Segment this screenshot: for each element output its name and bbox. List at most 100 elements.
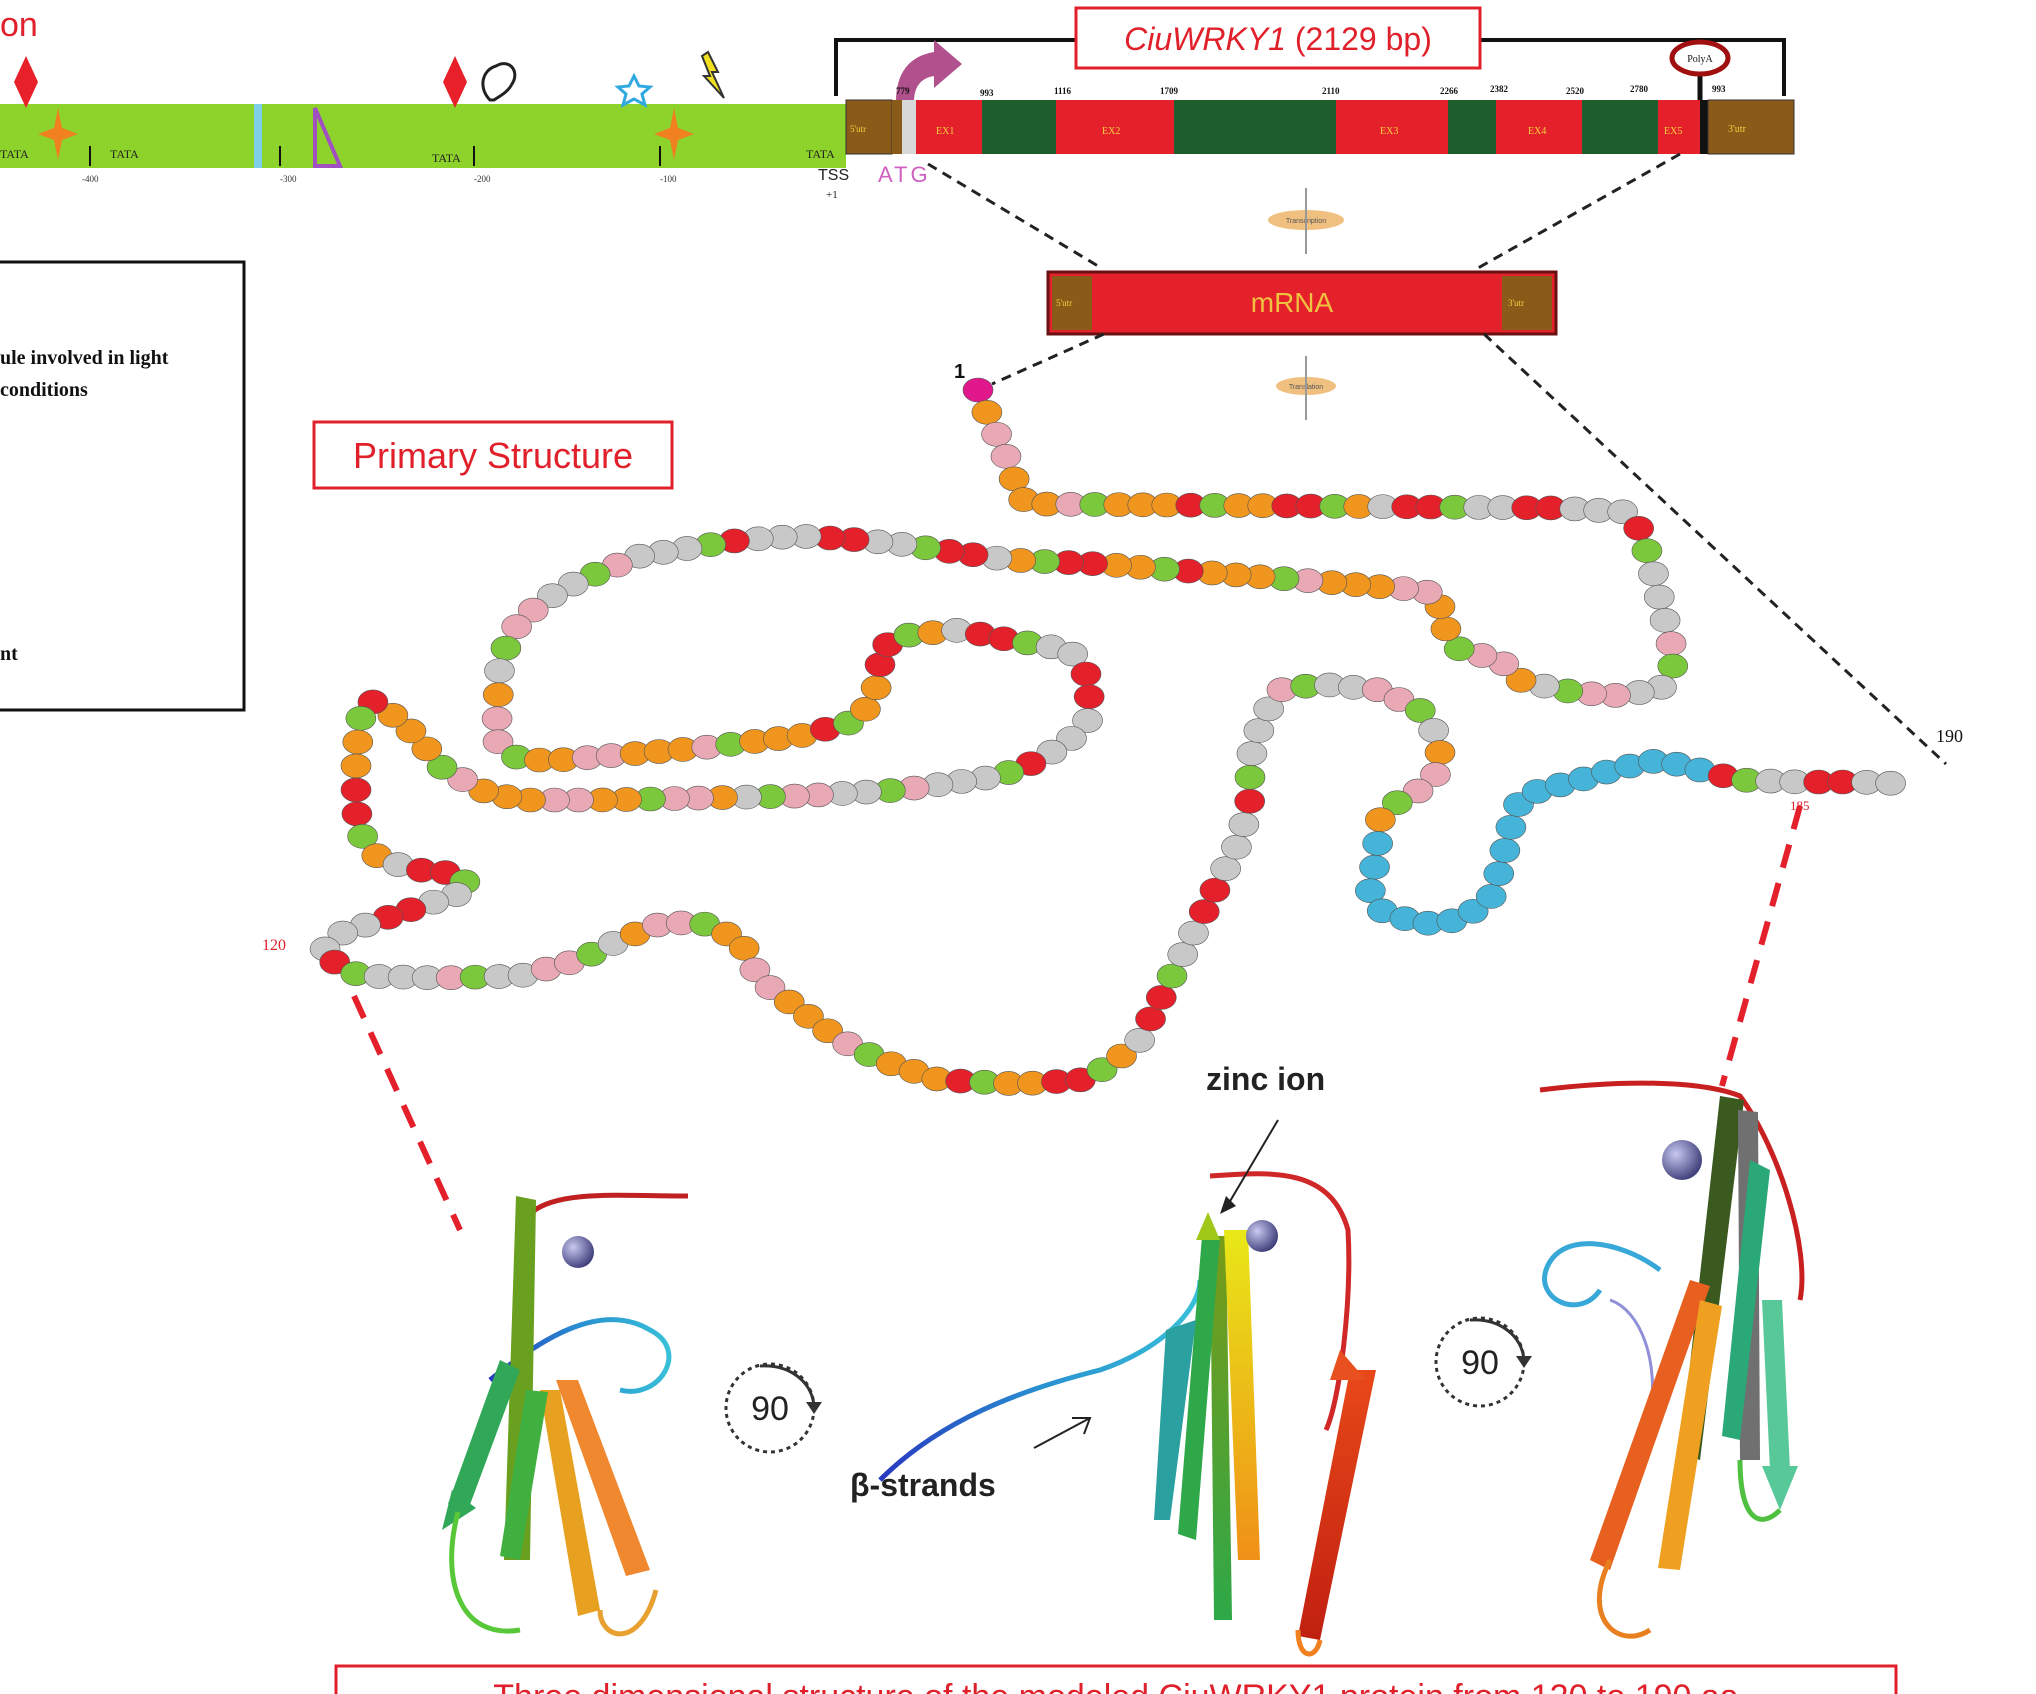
residue-bead xyxy=(1056,726,1087,751)
residue-bead xyxy=(860,675,892,701)
residue-bead xyxy=(482,729,514,754)
caption-text: Three dimensional structure of the model… xyxy=(493,1678,1739,1694)
exon-label: EX5 xyxy=(1664,126,1682,137)
scale-label: -200 xyxy=(474,174,491,184)
residue-bead xyxy=(1495,814,1527,840)
structure-3d-left xyxy=(442,1192,689,1637)
residue-bead xyxy=(490,635,522,661)
residue-bead xyxy=(1178,920,1209,946)
beta-strands-label: β-strands xyxy=(850,1467,996,1503)
residue-bead xyxy=(1210,856,1241,881)
residue-bead xyxy=(1483,861,1515,886)
intron-3 xyxy=(1448,100,1496,154)
residue-bead xyxy=(739,957,771,983)
zinc-ion-icon xyxy=(562,1236,594,1268)
mrna-label: mRNA xyxy=(1251,287,1334,318)
mrna-utr5-label: 5'utr xyxy=(1056,298,1072,308)
intron-4 xyxy=(1582,100,1658,154)
residue-bead xyxy=(1382,790,1413,815)
utr5-segment xyxy=(845,99,893,155)
residue-marker-1: 1 xyxy=(954,361,965,383)
residue-bead xyxy=(728,936,760,961)
scale-label: -400 xyxy=(82,174,99,184)
residue-bead xyxy=(411,736,443,762)
residue-marker-120: 120 xyxy=(262,937,286,954)
legend-line: conditions xyxy=(0,379,88,401)
residue-bead xyxy=(1489,838,1521,863)
residue-bead xyxy=(395,718,427,744)
coord-label: 1709 xyxy=(1160,86,1179,96)
mrna-utr3-label: 3'utr xyxy=(1508,298,1524,308)
coord-label: 779 xyxy=(896,86,910,96)
residue-bead xyxy=(1643,584,1675,610)
residue-bead xyxy=(971,399,1003,425)
intron-2 xyxy=(1174,100,1336,154)
residue-bead xyxy=(1443,636,1475,662)
scale-label: -100 xyxy=(660,174,677,184)
residue-bead xyxy=(754,975,786,1000)
promoter-cyan-mark xyxy=(254,104,262,168)
red-diamond-icon xyxy=(443,56,467,108)
tata-label: TATA xyxy=(110,147,139,161)
residue-bead xyxy=(1073,684,1105,710)
residue-bead xyxy=(481,706,513,731)
residue-bead xyxy=(1243,718,1275,743)
orange-star-icon xyxy=(38,108,78,160)
rotate-90-label: 90 xyxy=(751,1390,789,1428)
gene-bracket xyxy=(1480,38,1786,96)
intron-1 xyxy=(982,100,1056,154)
residue-bead xyxy=(1657,653,1689,679)
promoter-purple-triangle xyxy=(313,107,344,168)
exon-3 xyxy=(1336,100,1448,154)
residue-bead xyxy=(1199,877,1231,903)
legend-line: ule involved in light xyxy=(0,347,169,369)
tata-label: TATA xyxy=(0,147,29,161)
tata-label: TATA xyxy=(432,151,461,165)
coord-label: 2110 xyxy=(1322,86,1340,96)
mrna-section: Transcription 5'utr 3'utr mRNA Translati… xyxy=(927,152,1948,766)
utr5-label: 5'utr xyxy=(850,124,866,134)
caption-box: Three dimensional structure of the model… xyxy=(334,1664,1898,1694)
residue-bead xyxy=(327,920,359,946)
residue-bead xyxy=(962,377,994,403)
residue-bead xyxy=(1057,641,1088,667)
exon-4 xyxy=(1496,100,1582,154)
residue-bead xyxy=(1649,608,1681,633)
residue-bead xyxy=(1505,667,1537,693)
residue-bead xyxy=(998,466,1030,492)
gene-bracket xyxy=(834,38,1080,96)
residue-bead xyxy=(484,658,515,684)
residue-bead xyxy=(1236,741,1268,766)
residue-bead xyxy=(1430,616,1462,642)
mrna-utr3 xyxy=(1502,276,1552,330)
residue-bead xyxy=(1221,834,1252,860)
coord-label: 993 xyxy=(980,88,994,98)
coord-label: 993 xyxy=(1712,84,1726,94)
promoter-region: on TATA TATA TATA TATA -400 -300 -2 xyxy=(0,6,849,201)
residue-bead xyxy=(1607,499,1638,525)
residue-bead xyxy=(1145,985,1177,1010)
tata-markers: TATA TATA TATA TATA xyxy=(0,146,835,166)
residue-bead xyxy=(1631,538,1663,564)
tata-label: TATA xyxy=(806,147,835,161)
polya-label: PolyA xyxy=(1687,54,1713,65)
plus-one-label: +1 xyxy=(826,189,838,201)
utr3-segment xyxy=(1707,99,1795,155)
coord-label: 1116 xyxy=(1054,86,1072,96)
mrna-bar xyxy=(1046,270,1558,336)
residue-bead xyxy=(340,753,372,779)
residue-bead xyxy=(1355,878,1386,903)
primary-title-box xyxy=(312,420,674,490)
coord-label: 2520 xyxy=(1566,86,1585,96)
residue-marker-190: 190 xyxy=(1936,726,1963,746)
residue-bead xyxy=(1875,770,1906,796)
gene-segment xyxy=(892,100,902,154)
mrna-utr5 xyxy=(1052,276,1092,330)
zinc-ion-label: zinc ion xyxy=(1206,1061,1325,1097)
leaf-shape-icon xyxy=(481,62,517,102)
residue-bead xyxy=(341,801,373,827)
residue-bead xyxy=(340,777,372,803)
atg-label: ATG xyxy=(878,162,931,187)
residue-bead xyxy=(1475,884,1507,909)
residue-bead xyxy=(850,696,881,722)
